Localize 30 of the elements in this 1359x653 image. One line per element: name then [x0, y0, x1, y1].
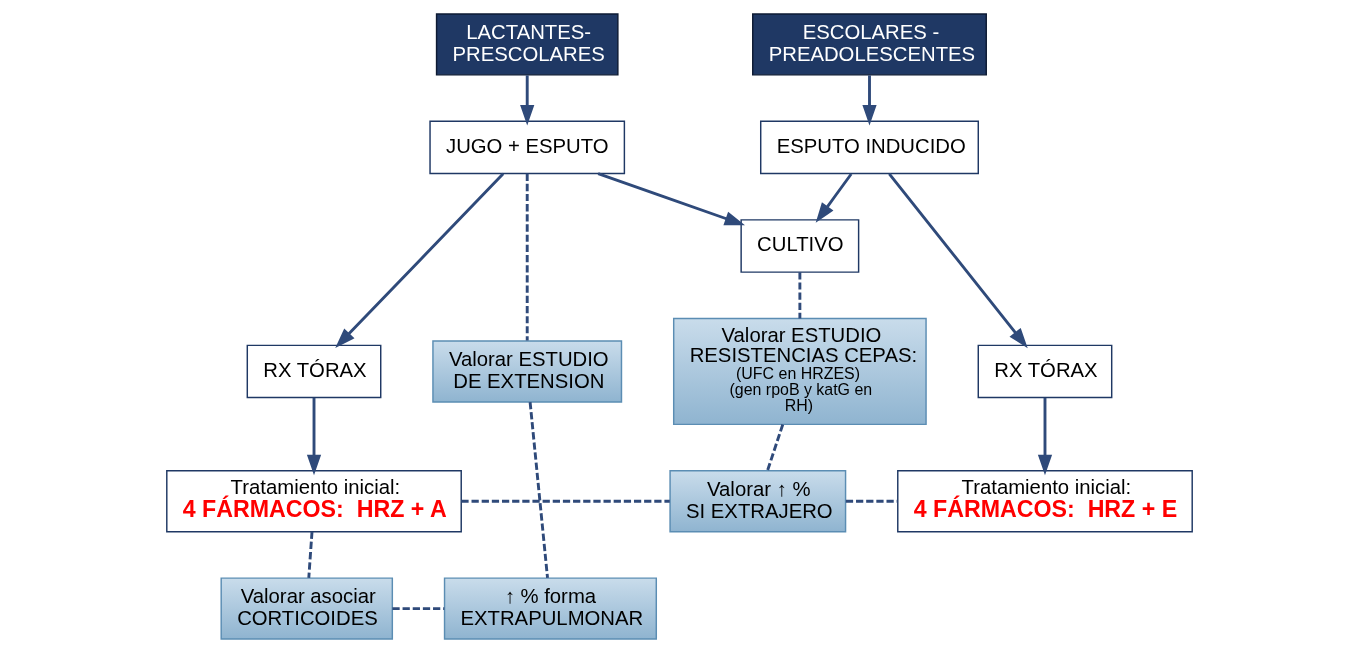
node-box: Valorar asociar CORTICOIDES [220, 577, 394, 640]
connector [528, 401, 549, 579]
node-box: RX TÓRAX [977, 344, 1113, 399]
arrow [597, 172, 745, 226]
connector [845, 499, 898, 503]
node-box: CULTIVO [740, 219, 860, 273]
node-box: LACTANTES- PRESCOLARES [435, 13, 619, 76]
node-box: JUGO + ESPUTO [429, 120, 626, 175]
node-box: Valorar ESTUDIO RESISTENCIAS CEPAS: (UFC en HRZES) (gen rpoB y katG en RH) [672, 317, 927, 426]
connector [461, 499, 670, 503]
node-box: Valorar ESTUDIO DE EXTENSION [432, 340, 623, 403]
arrow [335, 172, 505, 348]
node-box: Valorar ↑ % SI EXTRAJERO [669, 470, 847, 533]
connector [798, 272, 802, 319]
arrow [1037, 398, 1053, 476]
connector [525, 173, 529, 341]
arrow [862, 75, 877, 126]
connector [766, 424, 785, 471]
arrow [520, 75, 535, 126]
arrow [815, 173, 853, 223]
node-box: Tratamiento inicial: 4 FÁRMACOS: HRZ + E [897, 470, 1193, 533]
arrow [306, 398, 322, 476]
node-box: ↑ % forma EXTRAPULMONAR [443, 577, 657, 640]
connector [307, 531, 314, 578]
connector [392, 607, 445, 611]
node-box: RX TÓRAX [246, 344, 382, 399]
arrow [888, 172, 1028, 349]
node-box: Tratamiento inicial: 4 FÁRMACOS: HRZ + A [166, 470, 462, 533]
node-box: ESPUTO INDUCIDO [760, 120, 979, 175]
node-box: ESCOLARES - PREADOLESCENTES [752, 13, 987, 76]
